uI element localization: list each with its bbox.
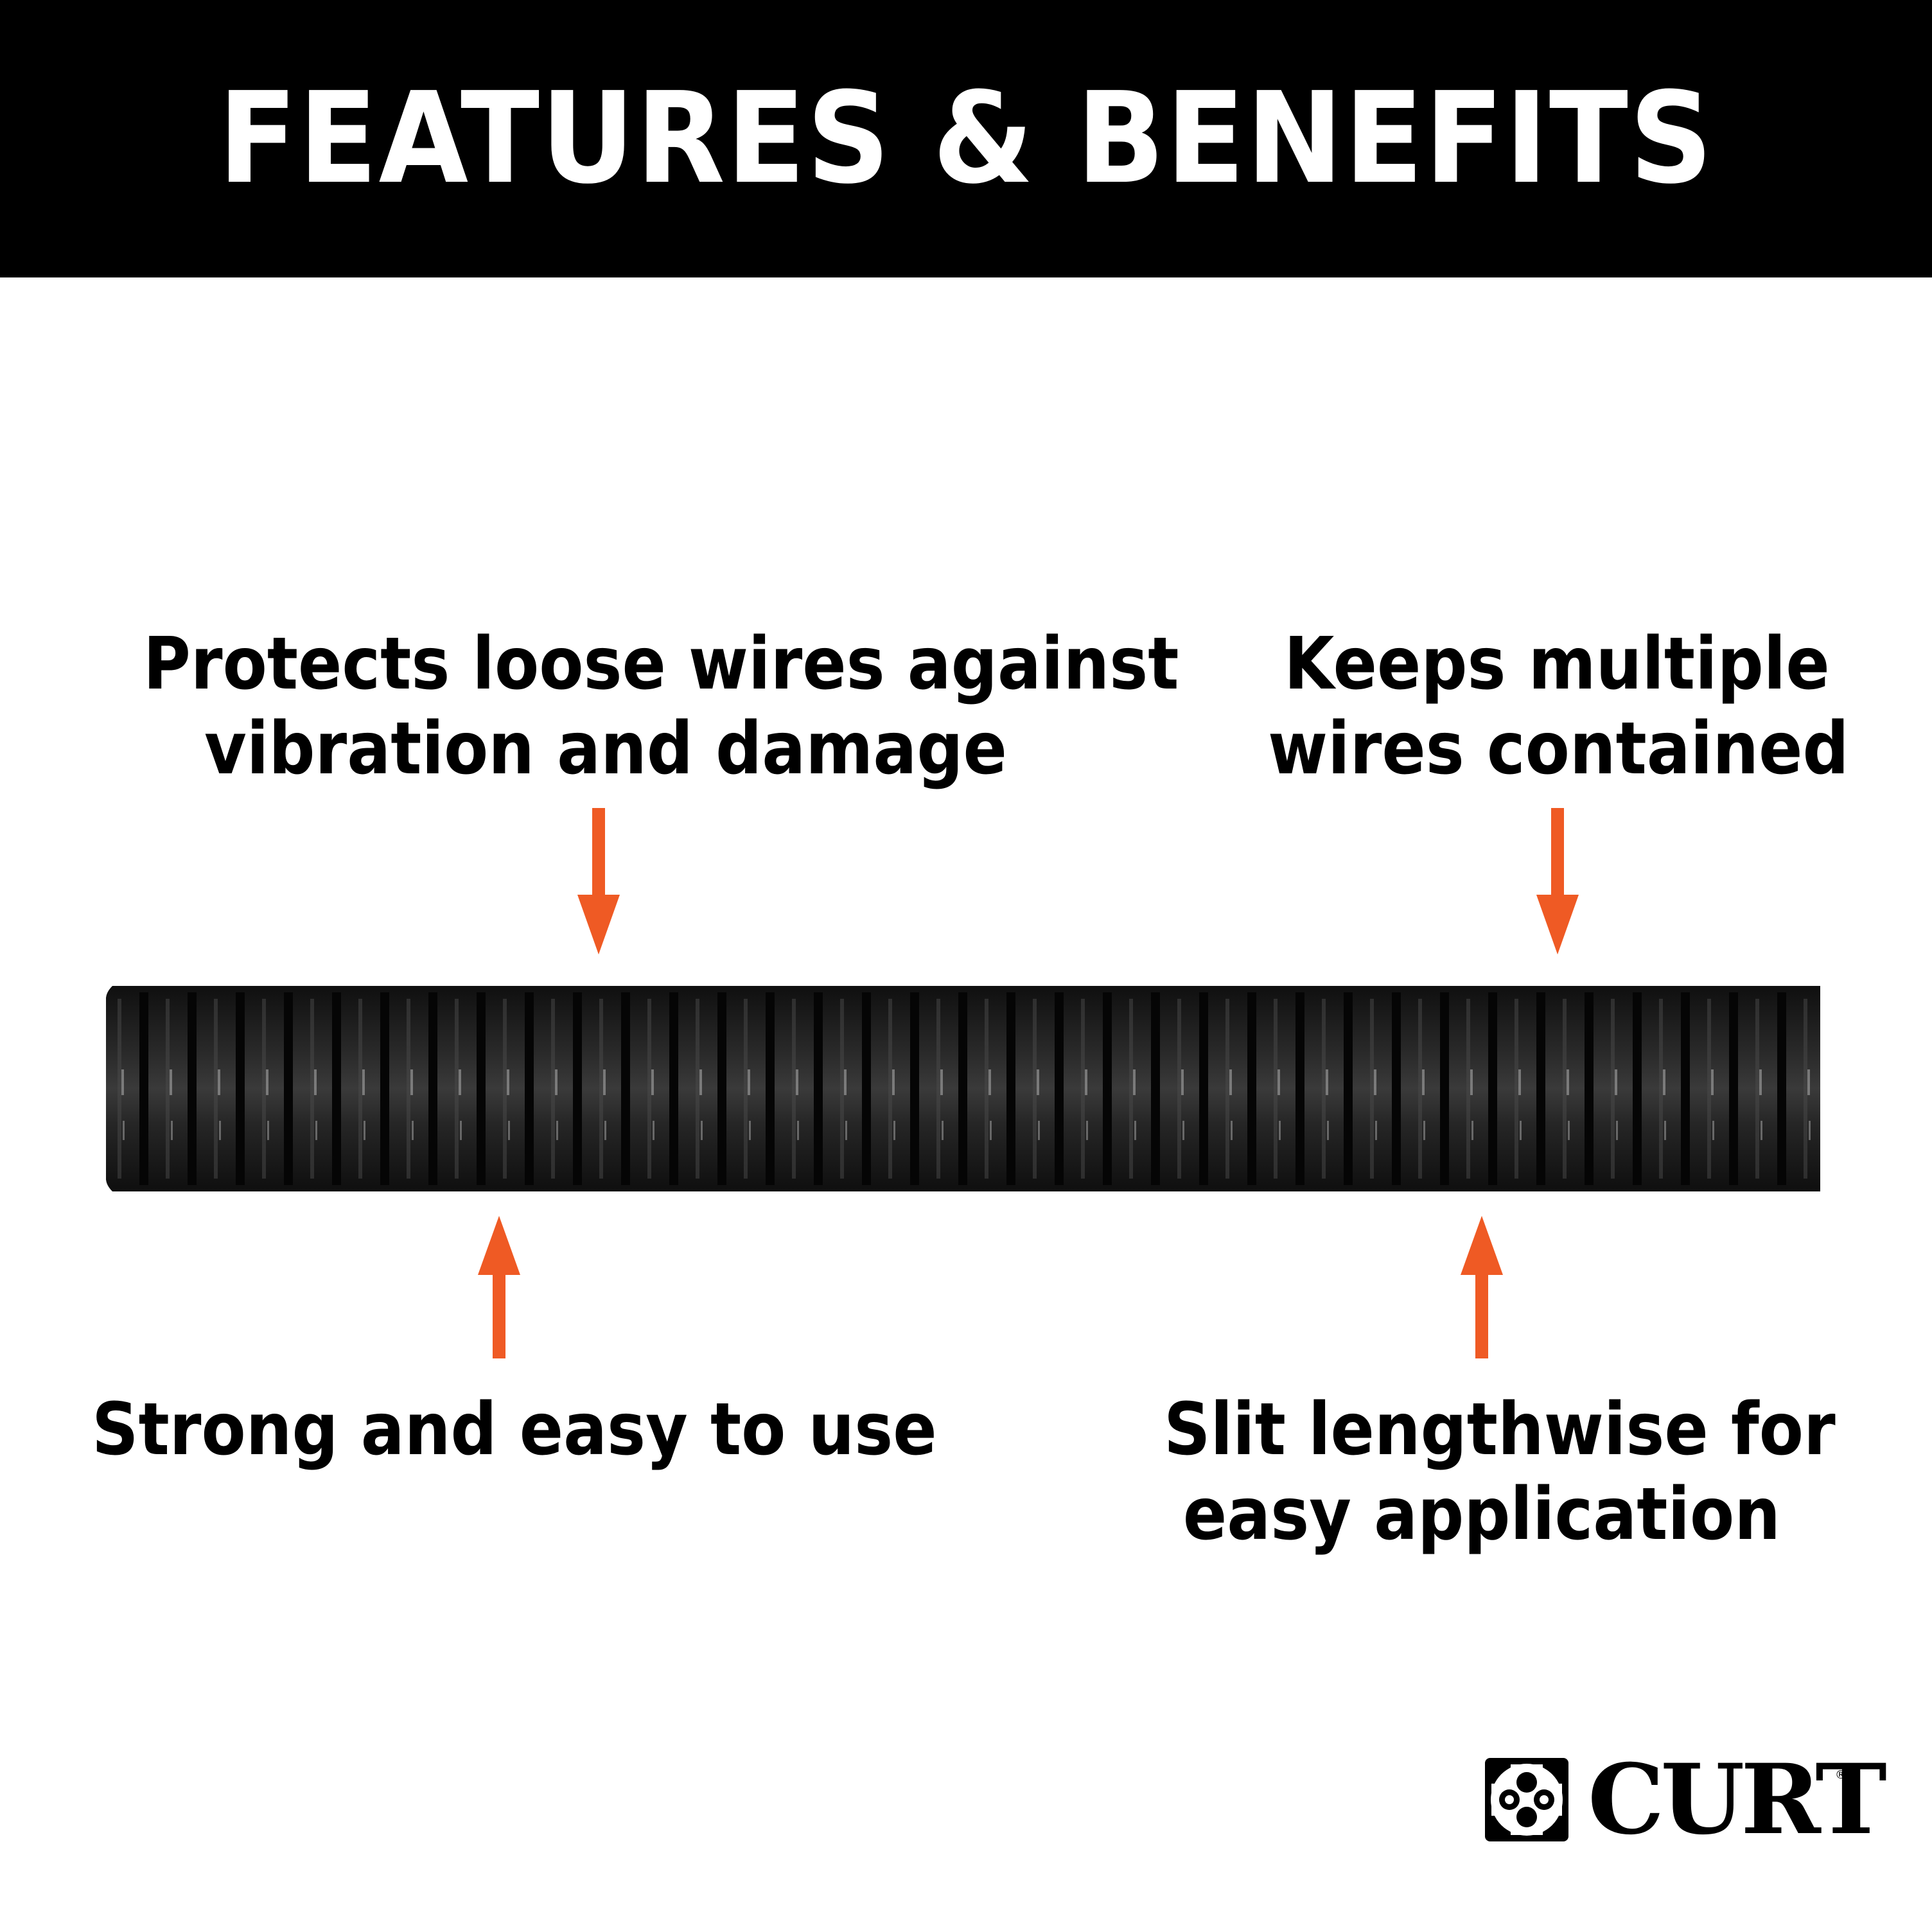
header-banner [0, 0, 1932, 277]
brand-name: CURT [1588, 1743, 1887, 1856]
callout-top-right-line2: wires contained [1268, 707, 1849, 791]
callout-top-right-line1: Keeps multiple [1284, 622, 1830, 706]
callout-bottom-left-line1: Strong and easy to use [92, 1388, 937, 1471]
callout-top-left: Protects loose wires against vibration a… [143, 622, 1179, 791]
arrow-up-icon [478, 1216, 520, 1358]
registered-mark: ® [1835, 1768, 1847, 1782]
callout-top-right: Keeps multiple wires contained [1268, 622, 1849, 791]
callout-top-left-line1: Protects loose wires against [143, 622, 1179, 706]
arrow-down-icon [1536, 808, 1579, 954]
callout-bottom-left: Strong and easy to use [92, 1387, 937, 1472]
callout-top-left-line2: vibration and damage [204, 707, 1007, 791]
split-loom-tubing-image [106, 973, 1820, 1204]
page-title: FEATURES & BENEFITS [218, 66, 1714, 212]
curt-logo: CURT ® [1485, 1745, 1887, 1854]
callout-bottom-right-line1: Slit lengthwise for [1164, 1388, 1836, 1471]
arrow-up-icon [1461, 1216, 1503, 1358]
callout-bottom-right: Slit lengthwise for easy application [1164, 1387, 1836, 1557]
callout-bottom-right-line2: easy application [1182, 1473, 1781, 1556]
curt-emblem-icon [1485, 1758, 1568, 1841]
arrow-down-icon [577, 808, 620, 954]
